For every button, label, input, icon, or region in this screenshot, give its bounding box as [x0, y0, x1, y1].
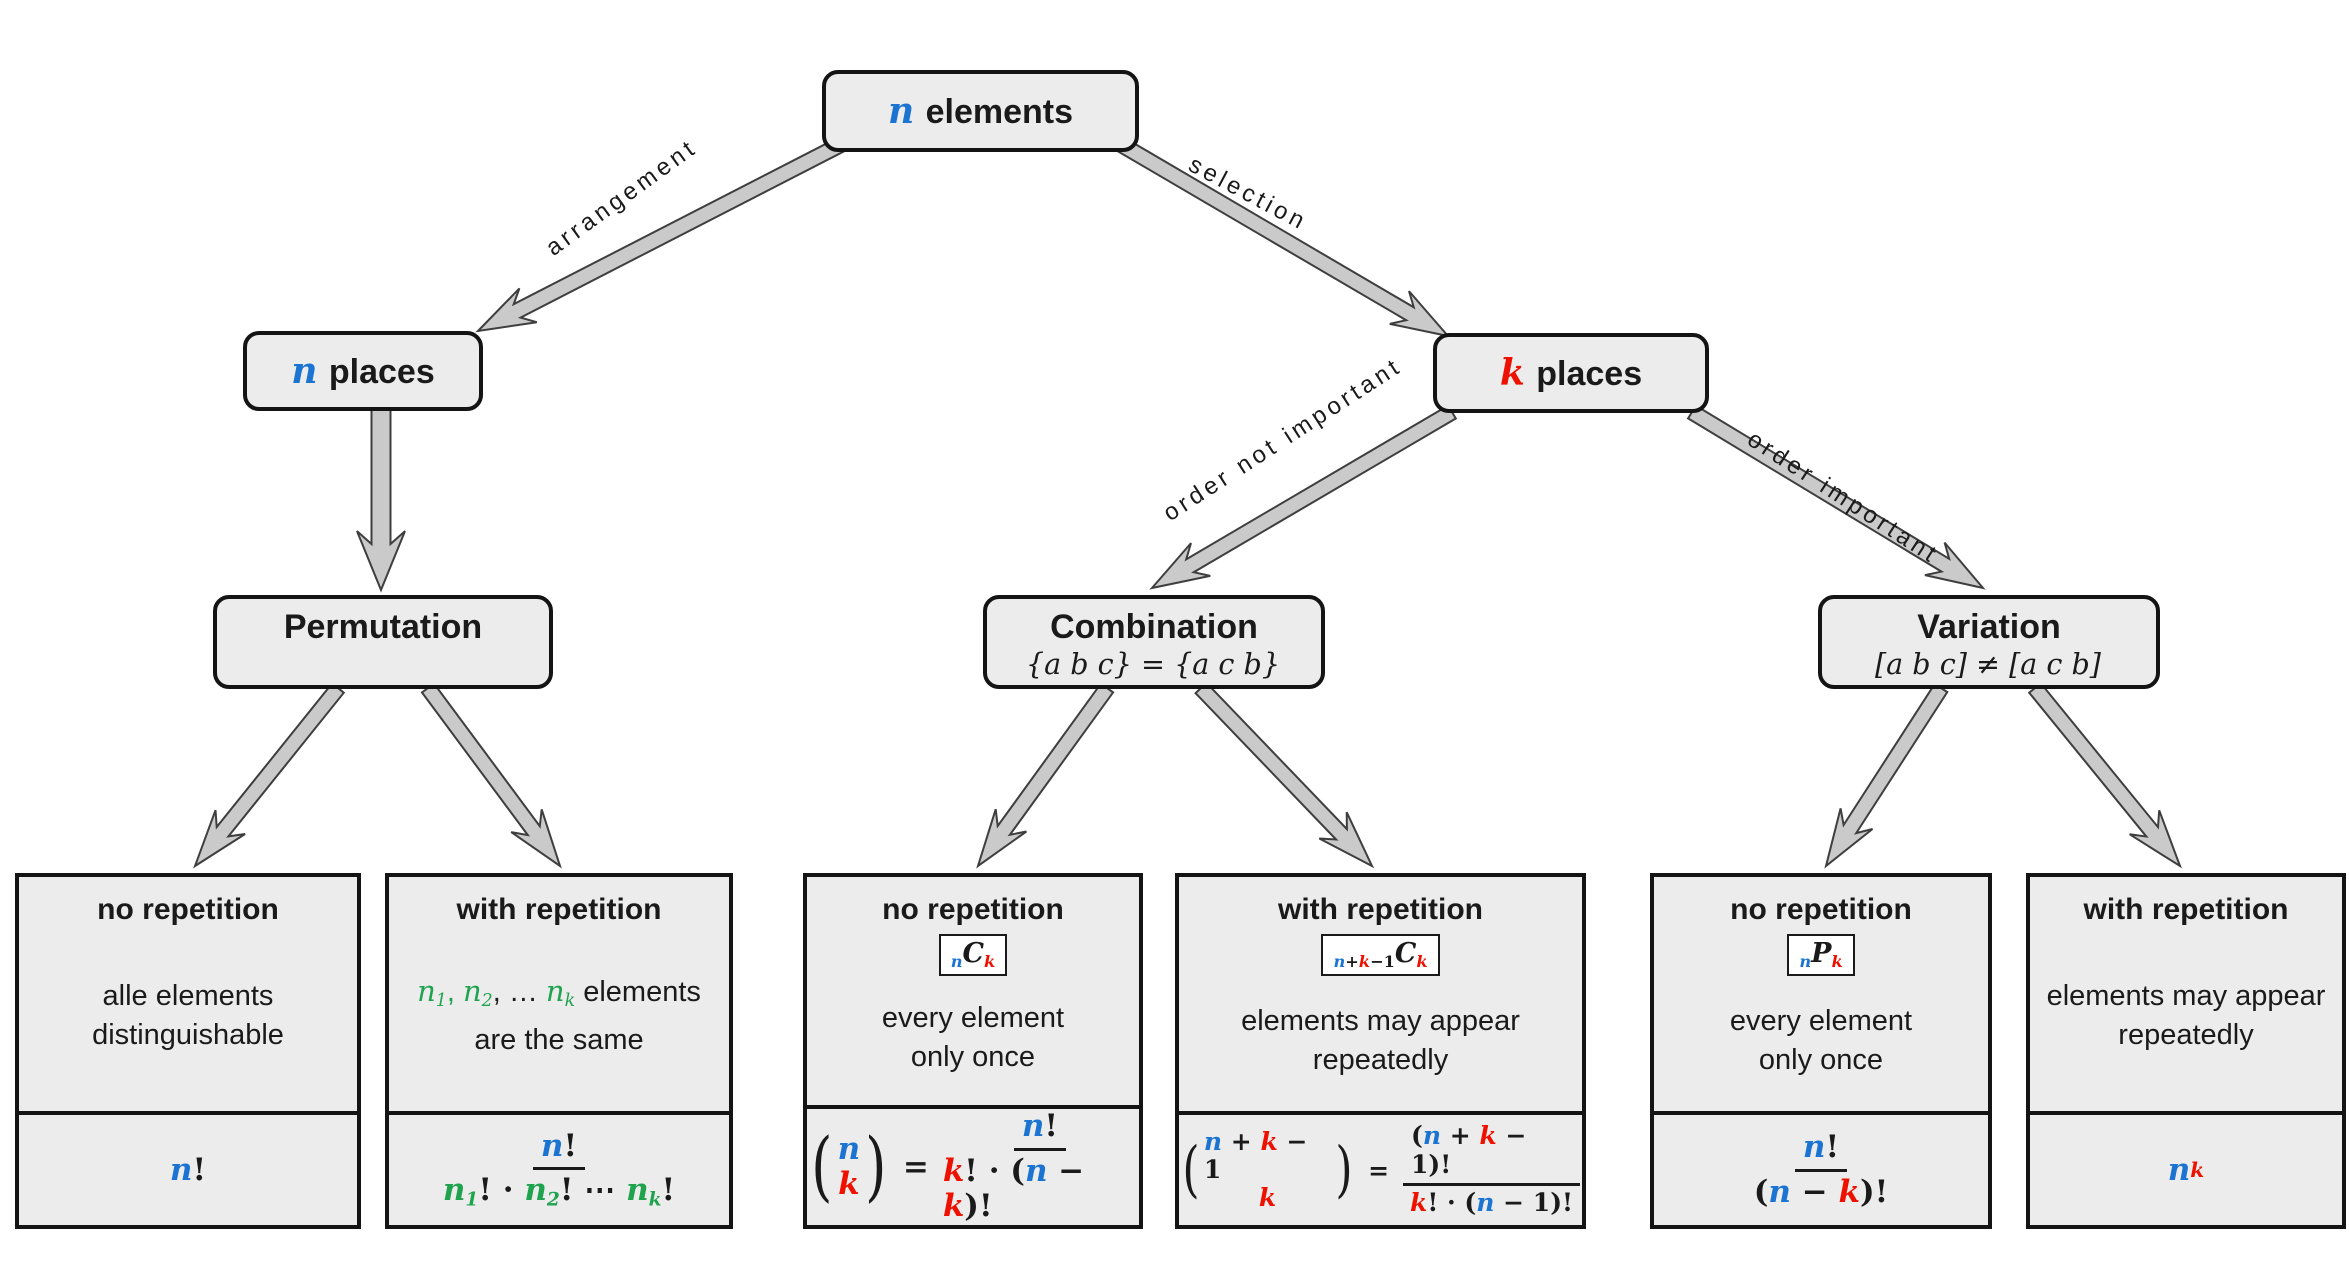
leaf-description-line: only once	[1758, 1043, 1884, 1076]
leaf-description: every element only once	[1730, 976, 1912, 1111]
notation-badge-nCk: nCk	[938, 934, 1008, 977]
notation-badge-nPk: nPk	[1787, 934, 1855, 977]
leaf-description-line: distinguishable	[92, 1019, 284, 1051]
node-k-places-label: k places	[1499, 352, 1643, 394]
node-n-places: n places	[243, 331, 483, 411]
leaf-combination-with-repetition: with repetition n+k−1Ck elements may app…	[1175, 873, 1586, 1229]
leaf-formula: n!n1! · n2! ⋯ nk!	[389, 1111, 729, 1225]
leaf-header: no repetition	[97, 893, 279, 926]
node-n-elements-label: n elements	[887, 90, 1074, 132]
leaf-header: no repetition	[882, 893, 1064, 926]
node-permutation-title: Permutation	[283, 608, 483, 646]
leaf-header: with repetition	[456, 893, 662, 926]
leaf-header: with repetition	[2083, 893, 2289, 926]
leaf-header: with repetition	[1278, 893, 1483, 926]
flow-arrow	[1149, 404, 1458, 590]
node-variation-subtitle: [a b c] ≠ [a c b]	[1875, 647, 2101, 681]
leaf-description-line: repeatedly	[1312, 1043, 1449, 1076]
node-k-places: k places	[1433, 333, 1709, 413]
flow-arrow	[193, 681, 346, 869]
flow-arrow	[1824, 682, 1949, 869]
leaf-description-line: n1, n2, … nk elements	[417, 973, 701, 1012]
leaf-permutation-no-repetition: no repetition alle elements distinguisha…	[15, 873, 361, 1229]
leaf-description-line: every element	[1729, 1004, 1913, 1037]
leaf-variation-no-repetition: no repetition nPk every element only onc…	[1650, 873, 1992, 1229]
leaf-header: no repetition	[1730, 893, 1912, 926]
flow-arrow	[2027, 681, 2182, 869]
leaf-description-line: elements may appear	[1241, 1004, 1520, 1037]
leaf-description-line: are the same	[474, 1024, 644, 1057]
node-combination-subtitle: {a b c} = {a c b}	[1025, 647, 1281, 681]
leaf-formula: n!	[19, 1111, 357, 1225]
flow-arrow	[1686, 404, 1986, 590]
leaf-variation-with-repetition: with repetition elements may appear repe…	[2026, 873, 2346, 1229]
flow-arrow	[475, 136, 845, 333]
node-combination: Combination {a b c} = {a c b}	[983, 595, 1325, 689]
leaf-description: n1, n2, … nk elements are the same	[417, 927, 701, 1111]
flow-arrow	[356, 407, 406, 593]
leaf-formula: n!(n − k)!	[1654, 1111, 1988, 1225]
leaf-permutation-with-repetition: with repetition n1, n2, … nk elements ar…	[385, 873, 733, 1229]
leaf-description-line: alle elements	[102, 980, 274, 1012]
node-n-places-label: n places	[291, 350, 435, 392]
leaf-description: alle elements distinguishable	[92, 927, 284, 1111]
leaf-description-line: every element	[881, 1001, 1065, 1034]
flow-arrow	[976, 682, 1115, 869]
node-variation: Variation [a b c] ≠ [a c b]	[1818, 595, 2160, 689]
leaf-combination-no-repetition: no repetition nCk every element only onc…	[803, 873, 1143, 1229]
node-permutation: Permutation	[213, 595, 553, 689]
node-variation-title: Variation	[1917, 608, 2061, 646]
leaf-description: elements may appear repeatedly	[2047, 927, 2326, 1111]
leaf-description-line: elements may appear	[2046, 980, 2326, 1012]
node-combination-title: Combination	[1050, 608, 1258, 646]
flow-arrow	[420, 682, 562, 869]
flow-arrow	[1116, 137, 1451, 338]
leaf-description-line: only once	[910, 1040, 1036, 1073]
leaf-description: elements may appear repeatedly	[1241, 976, 1520, 1111]
leaf-description-line: repeatedly	[2118, 1019, 2254, 1051]
flow-arrow	[1194, 681, 1375, 869]
node-n-elements: n elements	[822, 70, 1139, 152]
leaf-description: every element only once	[882, 976, 1064, 1105]
notation-badge-n+k-1Ck: n+k−1Ck	[1321, 934, 1440, 977]
